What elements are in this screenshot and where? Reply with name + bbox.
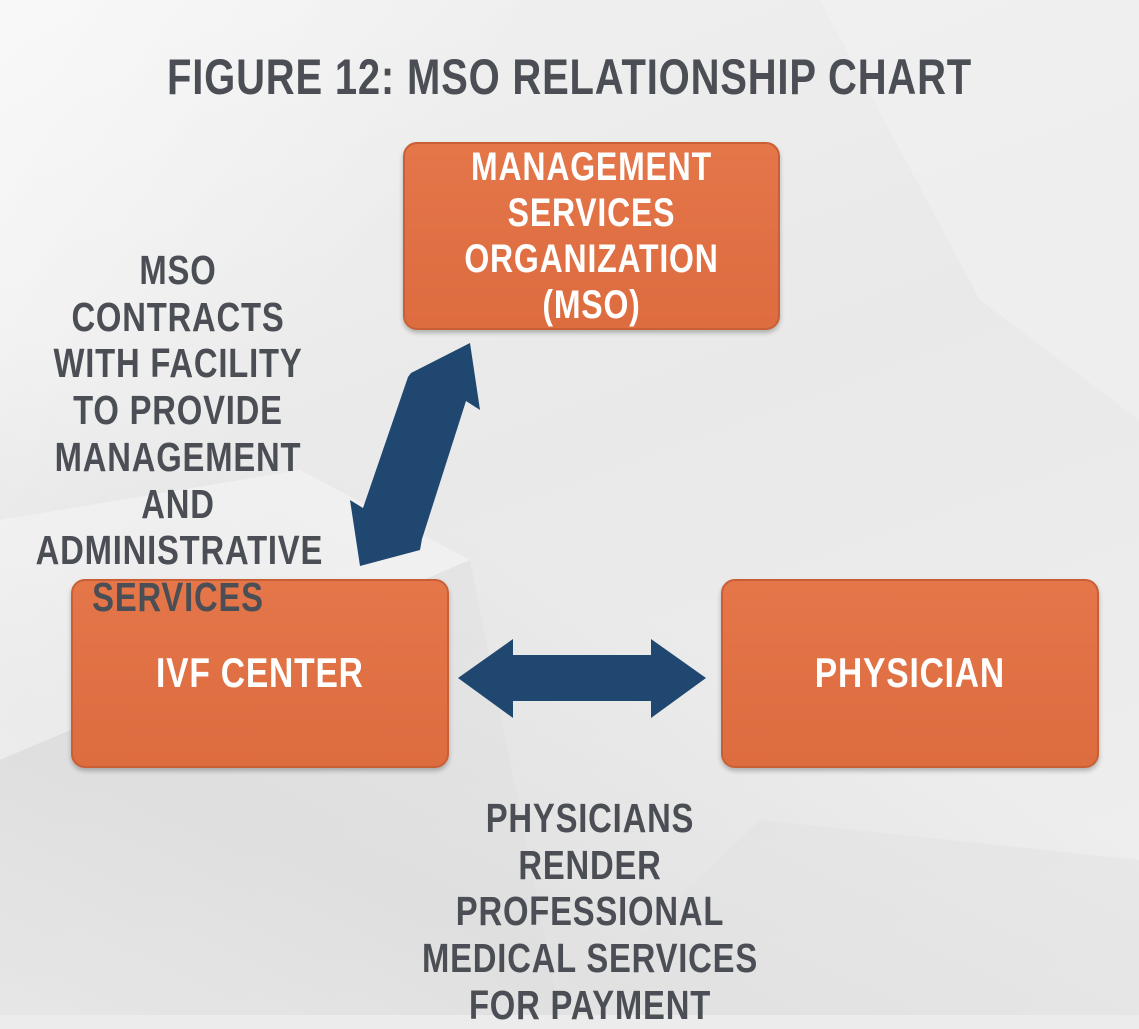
double-arrow-mso-ivf — [350, 343, 480, 566]
ivf-center-node-label: IVF CENTER — [156, 649, 364, 697]
figure-title: FIGURE 12: MSO RELATIONSHIP CHART — [167, 49, 972, 105]
double-arrow-ivf-physician — [458, 639, 706, 718]
mso-ivf-relationship-note: MSO CONTRACTS WITH FACILITY TO PROVIDE M… — [35, 247, 324, 621]
ivf-physician-relationship-note: PHYSICIANS RENDER PROFESSIONAL MEDICAL S… — [422, 795, 759, 1028]
ivf-center-node: IVF CENTER — [71, 579, 449, 768]
physician-node-label: PHYSICIAN — [814, 649, 1006, 697]
physician-node: PHYSICIAN — [721, 579, 1099, 768]
mso-node-label: MANAGEMENT SERVICES ORGANIZATION (MSO) — [464, 145, 719, 327]
mso-node: MANAGEMENT SERVICES ORGANIZATION (MSO) — [403, 142, 780, 330]
